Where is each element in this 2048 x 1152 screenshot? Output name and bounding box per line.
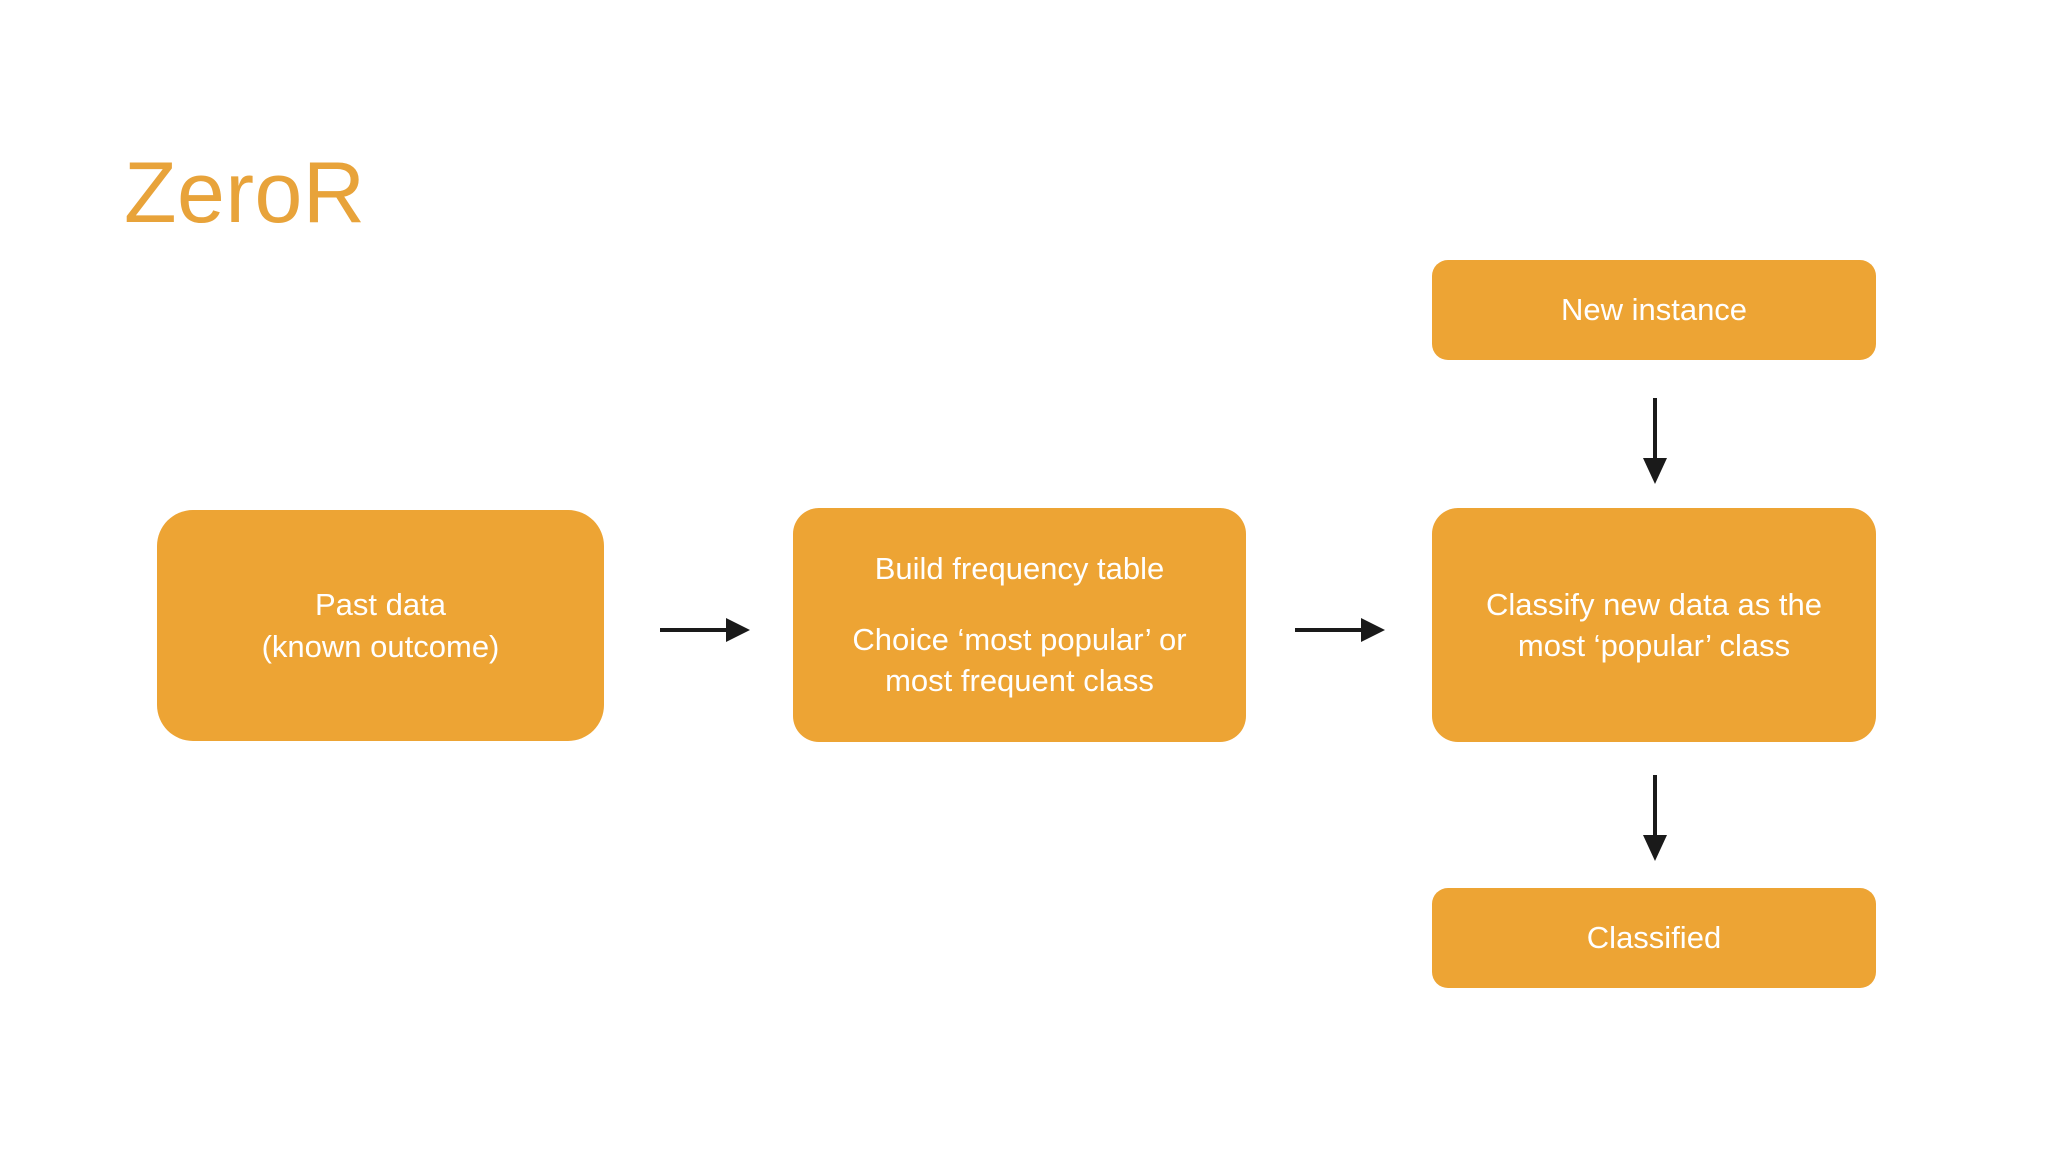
flow-box-classify-new-data-line-1: Classify new data as the xyxy=(1485,586,1822,622)
flow-box-past-data-line-2: (known outcome) xyxy=(261,628,500,664)
flow-box-classify-new-data-line-2: most ‘popular’ class xyxy=(1517,628,1791,663)
flow-box-past-data[interactable]: Past data (known outcome) xyxy=(157,510,604,741)
arrow-right-icon-build-table-to-classify xyxy=(1295,618,1385,642)
flow-box-classify-new-data[interactable]: Classify new data as the most ‘popular’ … xyxy=(1432,508,1876,742)
flow-box-build-frequency-table-line-2: Choice ‘most popular’ or xyxy=(852,622,1187,658)
flow-box-build-frequency-table[interactable]: Build frequency table Choice ‘most popul… xyxy=(793,508,1246,742)
page-title: ZeroR xyxy=(124,145,366,241)
arrow-down-icon-new-instance-to-classify xyxy=(1643,398,1667,484)
flow-box-build-frequency-table-line-3: most frequent class xyxy=(885,663,1154,699)
flow-box-past-data-line-1: Past data xyxy=(315,587,446,623)
arrow-right-icon-past-data-to-build-table xyxy=(660,618,750,642)
flow-box-classified-label: Classified xyxy=(1586,920,1722,956)
flow-box-new-instance-label: New instance xyxy=(1560,292,1748,328)
flow-box-build-frequency-table-line-1: Build frequency table xyxy=(874,551,1165,587)
arrow-down-icon-classify-to-classified xyxy=(1643,775,1667,861)
flow-box-new-instance[interactable]: New instance xyxy=(1432,260,1876,360)
flow-box-classified[interactable]: Classified xyxy=(1432,888,1876,988)
